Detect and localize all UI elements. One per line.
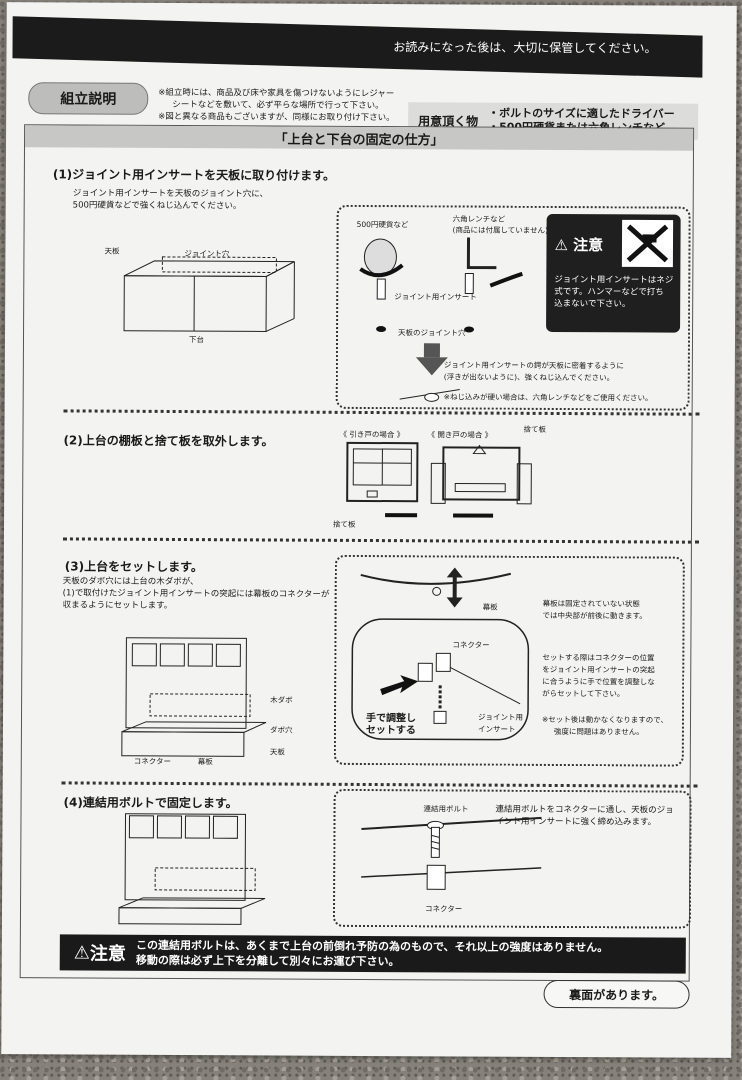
caution-banner: ⚠ 注意 この連結用ボルトは、あくまで上台の前倒れ予防の為のもので、それ以上の強… bbox=[59, 934, 686, 974]
divider bbox=[62, 537, 699, 544]
header-band-text: お読みになった後は、大切に保管してください。 bbox=[393, 40, 657, 56]
divider bbox=[61, 781, 698, 788]
label-hex-note: (商品には付属していません) bbox=[452, 225, 549, 235]
label-dabo-hole: ダボ穴 bbox=[269, 725, 293, 735]
step3-right-text2: セットする際はコネクターの位置 をジョイント用インサートの突起 に合うように手で… bbox=[542, 652, 655, 699]
label-tenita: 天板 bbox=[104, 246, 120, 256]
label-insert: ジョイント用インサート bbox=[394, 292, 477, 302]
label-bolt: 連結用ボルト bbox=[423, 804, 469, 814]
step1-note: ジョイント用インサートの鍔が天板に密着するように (浮きが出ないように)、強くね… bbox=[443, 360, 624, 383]
step4-text: 連結用ボルトをコネクターに通し、天板のジョ イント用インサートに強く締め込みます… bbox=[495, 804, 674, 828]
label-connector2: コネクター bbox=[452, 640, 490, 650]
step1-warning-box: ⚠ 注意 ジョイント用インサートはネジ 式です。ハンマーなどで打ち 込まないで下… bbox=[546, 213, 681, 333]
instruction-sheet: お読みになった後は、大切に保管してください。 組立説明 ※組立時には、商品及び床… bbox=[1, 2, 737, 1058]
label-coin: 500円硬貨など bbox=[356, 219, 409, 230]
step1-hard-note: ※ねじ込みが硬い場合は、六角レンチなどをご使用ください。 bbox=[443, 392, 653, 403]
step2-diagram bbox=[346, 441, 532, 518]
step1-detail-diagram bbox=[359, 237, 523, 402]
step2-title: (2)上台の棚板と捨て板を取外します。 bbox=[63, 433, 274, 449]
step1-title: (1)ジョイント用インサートを天板に取り付けます。 bbox=[52, 167, 336, 183]
label-makuita: 幕板 bbox=[197, 757, 213, 767]
label-sutei-a: 捨て板 bbox=[523, 424, 547, 434]
instruction-frame: 「上台と下台の固定の仕方」 (1)ジョイント用インサートを天板に取り付けます。 … bbox=[19, 124, 700, 982]
label-connector: コネクター bbox=[133, 756, 172, 766]
section-title: 「上台と下台の固定の仕方」 bbox=[24, 125, 694, 151]
label-tenita: 天板 bbox=[269, 747, 285, 757]
step1-cabinet-diagram bbox=[123, 256, 295, 332]
divider bbox=[63, 409, 700, 416]
step1-text: ジョイント用インサートを天板のジョイント穴に、 500円硬貨などで強くねじ込んで… bbox=[72, 188, 269, 212]
caution-line: 移動の際は必ず上下を分離して別々にお運び下さい。 bbox=[135, 953, 400, 969]
label-hinged: 《 開き戸の場合 》 bbox=[427, 430, 493, 440]
caution-word: 注意 bbox=[89, 943, 126, 965]
label-sutei-b: 捨て板 bbox=[333, 519, 356, 529]
back-side-note: 裏面があります。 bbox=[543, 979, 690, 1009]
warning-icon: ⚠ bbox=[73, 941, 90, 964]
doc-title: 組立説明 bbox=[28, 82, 149, 115]
step4-detail-diagram bbox=[361, 816, 542, 890]
label-connector: コネクター bbox=[424, 904, 463, 914]
assembly-notes: ※組立時には、商品及び床や家具を傷つけないようにレジャー シートなどを敷いて、必… bbox=[158, 87, 395, 124]
step3-detail-diagram bbox=[351, 567, 530, 741]
step3-right-text3: ※セット後は動かなくなりますので、 強度に問題はありません。 bbox=[541, 714, 669, 737]
warning-icon: ⚠ bbox=[554, 235, 568, 255]
label-joint-hole: ジョイント穴 bbox=[184, 249, 230, 259]
step3-cabinet-diagram bbox=[121, 637, 267, 757]
warning-title: 注意 bbox=[573, 236, 604, 255]
no-hammer-icon bbox=[621, 219, 674, 268]
step3-text: 天板のダボ穴には上台の木ダボが、 (1)で取付けたジョイント用インサートの突起に… bbox=[62, 576, 330, 611]
step3-title: (3)上台をセットします。 bbox=[64, 559, 203, 575]
step4-cabinet-diagram bbox=[118, 813, 266, 925]
label-makuita2: 幕板 bbox=[482, 602, 498, 612]
label-insert: ジョイント用 インサート bbox=[477, 712, 524, 734]
label-sliding: 《 引き戸の場合 》 bbox=[339, 429, 405, 440]
label-tenita-hole: 天板のジョイント穴 bbox=[398, 328, 466, 338]
tool-item: ・ボルトのサイズに適したドライバー bbox=[488, 106, 675, 121]
step3-right-text1: 幕板は固定されていない状態 では中央部が前後に動きます。 bbox=[542, 598, 647, 621]
warning-text: ジョイント用インサートはネジ 式です。ハンマーなどで打ち 込まないで下さい。 bbox=[554, 274, 674, 310]
step4-title: (4)連結用ボルトで固定します。 bbox=[63, 795, 238, 811]
adjust-label: 手で調整し セットする bbox=[365, 712, 417, 737]
label-gedai: 下台 bbox=[188, 335, 205, 345]
label-kidabo: 木ダボ bbox=[270, 695, 293, 705]
